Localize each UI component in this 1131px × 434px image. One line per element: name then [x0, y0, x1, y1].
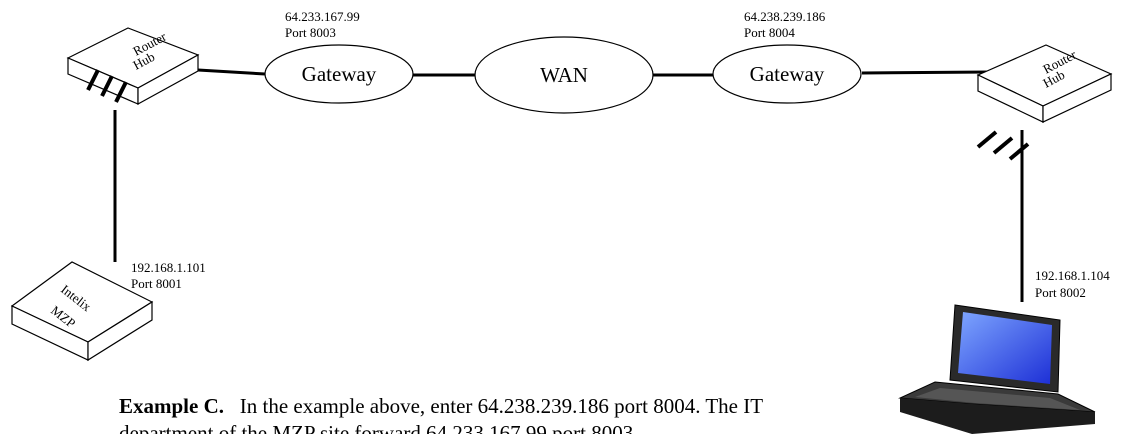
caption-text: Example C. In the example above, enter 6…: [119, 393, 939, 434]
link-left-router-left-gateway: [197, 68, 266, 76]
laptop-screen: [958, 312, 1052, 384]
caption-line-2: department of the MZP site forward 64.23…: [119, 421, 660, 434]
right-gateway-port: Port 8004: [744, 25, 795, 40]
laptop-ip: 192.168.1.104: [1035, 268, 1110, 283]
right-gateway-label: Gateway: [750, 62, 825, 86]
left-gateway-ip: 64.233.167.99: [285, 9, 360, 24]
connections: [113, 68, 1024, 302]
wan-cloud: WAN: [474, 36, 654, 114]
mzp-ip: 192.168.1.101: [131, 260, 206, 275]
right-gateway: Gateway 64.238.239.186 Port 8004: [712, 9, 862, 104]
laptop-keyboard: [915, 388, 1080, 410]
mzp-port: Port 8001: [131, 276, 182, 291]
left-router-hub: Router Hub: [66, 27, 200, 106]
left-router-ports: [86, 69, 128, 103]
left-gateway-label: Gateway: [302, 62, 377, 86]
right-router-hub: Router Hub: [976, 44, 1113, 161]
right-router-ports: [976, 130, 1030, 161]
caption-line-1: Example C. In the example above, enter 6…: [119, 393, 939, 420]
intelix-mzp-device: Intelix MZP 192.168.1.101 Port 8001: [10, 260, 206, 362]
link-right-gateway-right-router: [861, 70, 991, 75]
caption-heading: Example C.: [119, 394, 224, 418]
right-gateway-ip: 64.238.239.186: [744, 9, 826, 24]
left-gateway-port: Port 8003: [285, 25, 336, 40]
left-gateway: Gateway 64.233.167.99 Port 8003: [264, 9, 414, 104]
wan-label: WAN: [540, 63, 588, 87]
laptop-port: Port 8002: [1035, 285, 1086, 300]
laptop-computer: 192.168.1.104 Port 8002: [898, 268, 1110, 434]
caption-line-1-text: In the example above, enter 64.238.239.1…: [239, 394, 764, 418]
